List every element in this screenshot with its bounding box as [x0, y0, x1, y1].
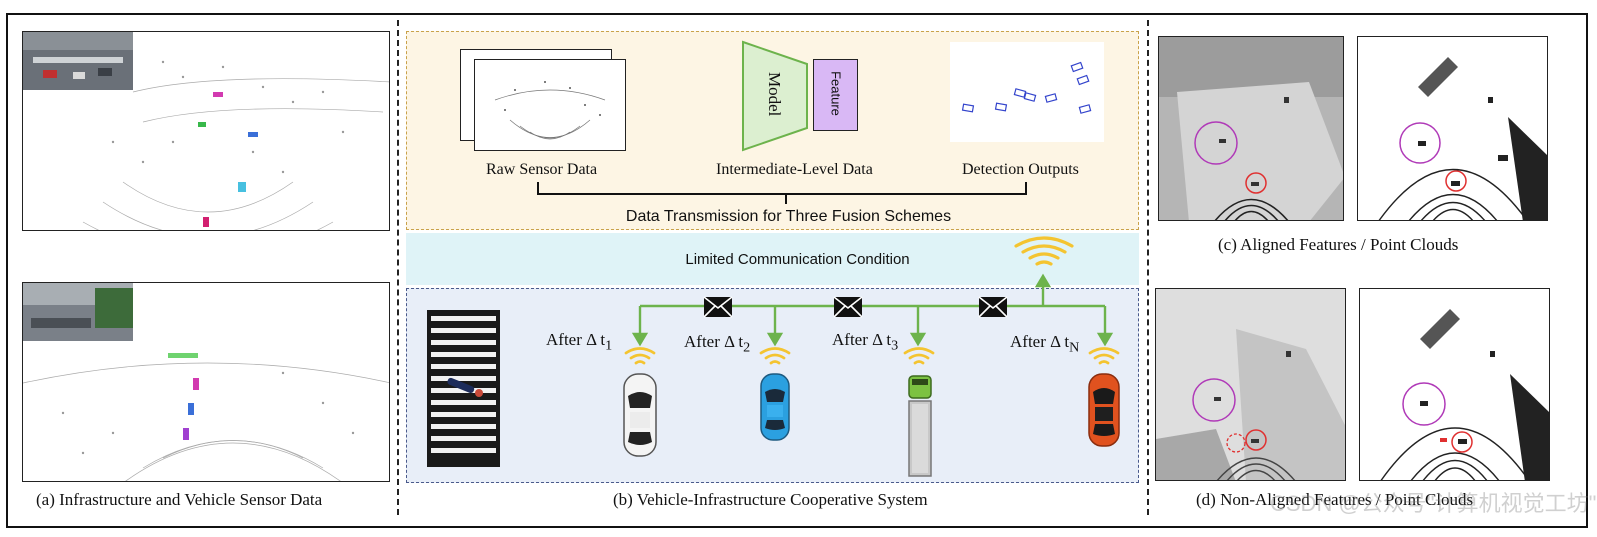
model-trapezoid — [742, 40, 808, 152]
caption-a: (a) Infrastructure and Vehicle Sensor Da… — [36, 490, 323, 509]
communication-band — [406, 233, 1139, 285]
vehicle-signal-icon — [759, 347, 791, 365]
truck-icon — [908, 375, 932, 477]
watermark: CSDN @公众号"计算机视觉工坊" — [1270, 491, 1597, 516]
blue-car-icon — [760, 373, 790, 441]
crosswalk — [427, 310, 500, 467]
message-envelope-icon — [703, 296, 733, 318]
white-car-icon — [623, 373, 657, 457]
vehicle-signal-icon — [1088, 347, 1120, 365]
communication-label: Limited Communication Condition — [685, 251, 910, 268]
message-envelope-icon — [978, 296, 1008, 318]
after-label-1: After Δ t1 — [546, 330, 613, 354]
aligned-point-cloud — [1357, 36, 1548, 221]
non-aligned-feature-map — [1155, 288, 1346, 481]
vehicle-point-cloud — [22, 282, 390, 482]
caption-d: (d) Non-Aligned Features / Point Clouds — [1196, 490, 1474, 509]
intermediate-label: Intermediate-Level Data — [716, 161, 873, 178]
feature-block — [813, 59, 858, 131]
after-label-3: After Δ t3 — [832, 330, 899, 354]
vehicle-signal-icon — [624, 347, 656, 365]
after-label-2: After Δ t2 — [684, 332, 751, 356]
after-label-n: After Δ tN — [1010, 332, 1080, 356]
vehicle-signal-icon — [903, 347, 935, 365]
feature-label: Feature — [828, 71, 844, 116]
fusion-bracket — [537, 182, 1027, 204]
non-aligned-point-cloud — [1359, 288, 1550, 481]
raw-sensor-label: Raw Sensor Data — [486, 161, 598, 178]
caption-b: (b) Vehicle-Infrastructure Cooperative S… — [613, 490, 928, 509]
raw-frame-front — [474, 59, 626, 151]
pedestrian-icon — [447, 377, 483, 397]
figure-frame — [6, 13, 1588, 528]
model-label: Model — [765, 72, 784, 117]
divider-left — [397, 20, 399, 515]
infrastructure-signal-icon — [1014, 236, 1074, 266]
fusion-title: Data Transmission for Three Fusion Schem… — [625, 208, 952, 225]
infrastructure-point-cloud — [22, 31, 390, 231]
detection-label: Detection Outputs — [962, 161, 1079, 178]
divider-right — [1147, 20, 1149, 515]
caption-c: (c) Aligned Features / Point Clouds — [1218, 235, 1459, 254]
aligned-feature-map — [1158, 36, 1344, 221]
orange-car-icon — [1088, 373, 1120, 447]
message-envelope-icon — [833, 296, 863, 318]
detection-outputs-box — [950, 42, 1104, 142]
